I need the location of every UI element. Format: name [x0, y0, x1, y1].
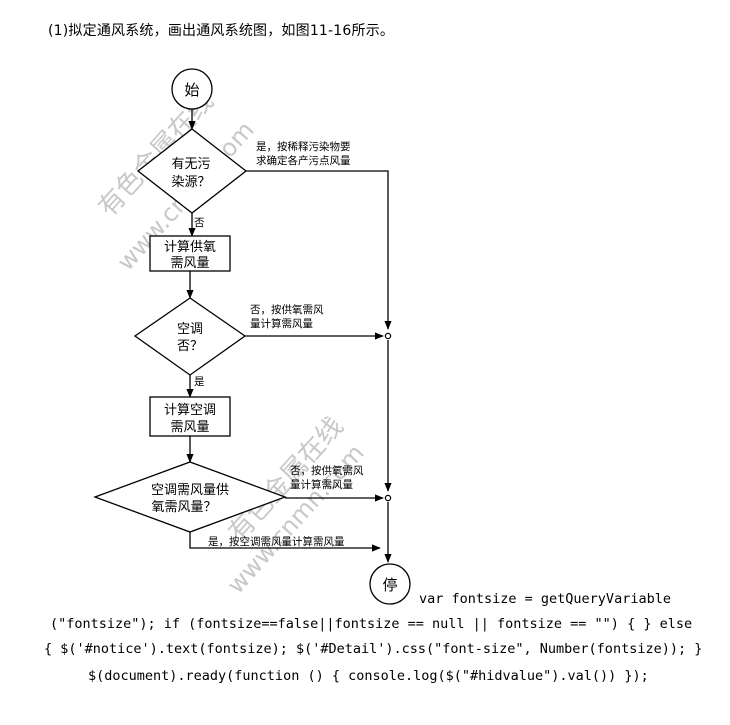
process-oxygen: 计算供氧 需风量: [149, 235, 231, 272]
decision-compare-line-2: 氧需风量？: [151, 500, 216, 515]
label-ac-no-2: 量计算需风量: [250, 317, 313, 330]
process-ac-line-2: 需风量: [170, 420, 209, 435]
decision-ac-line-2: 否？: [177, 339, 203, 354]
process-oxygen-line-2: 需风量: [170, 256, 209, 271]
figure-caption: (1)拟定通风系统，画出通风系统图，如图11-16所示。: [48, 23, 395, 39]
label-compare-no-1: 否，按供氧需风: [290, 464, 364, 477]
process-oxygen-line-1: 计算供氧: [164, 240, 216, 255]
process-ac: 计算空调 需风量: [149, 396, 231, 437]
edge-pollution-yes: [246, 170, 392, 330]
start-node: 始: [171, 68, 213, 110]
code-line-2: ("fontsize"); if (fontsize==false||fonts…: [50, 616, 693, 632]
label-pollution-no: 否: [194, 217, 205, 229]
label-ac-no-1: 否，按供氧需风: [250, 303, 324, 316]
decision-compare-line-1: 空调需风量供: [151, 483, 229, 498]
junction-2: [384, 494, 392, 502]
label-pollution-yes-2: 求确定各产污点风量: [256, 154, 351, 167]
stop-node: 停: [369, 563, 411, 605]
label-compare-yes: 是，按空调需风量计算需风量: [208, 535, 345, 548]
label-ac-yes: 是: [194, 376, 205, 388]
decision-ac-line-1: 空调: [177, 322, 203, 337]
decision-compare: 空调需风量供 氧需风量？: [93, 461, 287, 533]
decision-pollution: 有无污 染源？: [136, 128, 248, 214]
decision-ac: 空调 否？: [133, 297, 247, 376]
code-line-1: var fontsize = getQueryVariable: [419, 591, 671, 607]
code-line-3: { $('#notice').text(fontsize); $('#Detai…: [44, 641, 703, 657]
decision-pollution-line-1: 有无污: [171, 157, 210, 172]
code-line-4: $(document).ready(function () { console.…: [88, 668, 649, 684]
start-label: 始: [184, 81, 199, 99]
stop-label: 停: [382, 576, 397, 594]
decision-pollution-line-2: 染源？: [171, 175, 210, 190]
edge-compare-yes: [189, 532, 381, 552]
junction-1: [384, 332, 392, 340]
label-compare-no-2: 量计算需风量: [290, 478, 353, 491]
process-ac-line-1: 计算空调: [164, 403, 216, 418]
label-pollution-yes-1: 是，按稀释污染物要: [256, 140, 351, 153]
